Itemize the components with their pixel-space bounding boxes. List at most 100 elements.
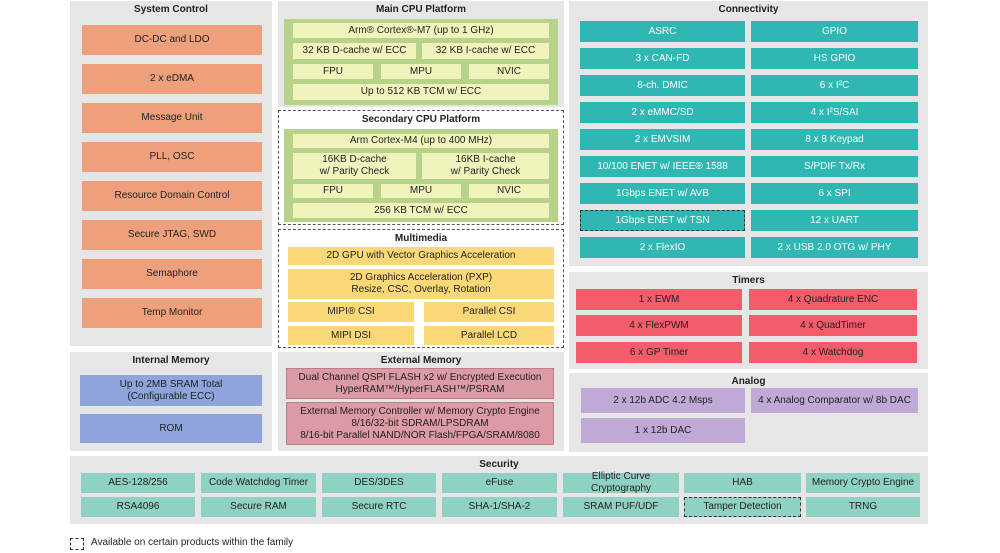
asrc-block: ASRC: [580, 21, 745, 42]
timers-title: Timers: [732, 275, 765, 286]
internal-memory-panel: Internal Memory Up to 2MB SRAM Total (Co…: [70, 352, 272, 451]
emc-line1: External Memory Controller w/ Memory Cry…: [300, 405, 540, 417]
m7-fpu-block: FPU: [292, 63, 374, 80]
rsa4096-block: RSA4096: [81, 497, 195, 517]
qspi-line1: Dual Channel QSPI FLASH x2 w/ Encrypted …: [298, 371, 542, 383]
external-memory-panel: External Memory Dual Channel QSPI FLASH …: [278, 352, 564, 451]
temp-monitor-block: Temp Monitor: [82, 298, 262, 328]
security-title: Security: [479, 459, 519, 470]
m7-icache-block: 32 KB I-cache w/ ECC: [421, 42, 550, 60]
memory-crypto-engine-block: Memory Crypto Engine: [806, 473, 920, 493]
m4-fpu-block: FPU: [292, 183, 374, 199]
analog-panel: Analog 2 x 12b ADC 4.2 Msps 4 x Analog C…: [569, 373, 928, 452]
secondary-cpu-panel: Secondary CPU Platform Arm Cortex-M4 (up…: [278, 110, 564, 225]
parallel-csi-block: Parallel CSI: [424, 302, 554, 322]
semaphore-block: Semaphore: [82, 259, 262, 289]
gpio-block: GPIO: [751, 21, 918, 42]
spdif-block: S/PDIF Tx/Rx: [751, 156, 918, 177]
trng-block: TRNG: [806, 497, 920, 517]
flexio-block: 2 x FlexIO: [580, 237, 745, 258]
ewm-block: 1 x EWM: [576, 289, 742, 310]
cortex-m7-block: Arm® Cortex®-M7 (up to 1 GHz): [292, 22, 550, 39]
m7-nvic-block: NVIC: [468, 63, 550, 80]
pll-osc-block: PLL, OSC: [82, 142, 262, 172]
internal-memory-title: Internal Memory: [132, 355, 210, 366]
qspi-flash-block: Dual Channel QSPI FLASH x2 w/ Encrypted …: [286, 368, 554, 399]
flexpwm-block: 4 x FlexPWM: [576, 315, 742, 336]
i2c-block: 6 x I²C: [751, 75, 918, 96]
sha-block: SHA-1/SHA-2: [442, 497, 557, 517]
m4-icache-block: 16KB I-cache w/ Parity Check: [421, 152, 550, 180]
keypad-block: 8 x 8 Keypad: [751, 129, 918, 150]
legend-dashed-swatch: [70, 538, 84, 550]
m4-icache-line1: 16KB I-cache: [455, 154, 516, 165]
quadrature-enc-block: 4 x Quadrature ENC: [749, 289, 917, 310]
dmic-block: 8-ch. DMIC: [580, 75, 745, 96]
m4-dcache-line2: w/ Parity Check: [319, 166, 390, 177]
multimedia-title: Multimedia: [394, 233, 448, 244]
m4-dcache-line1: 16KB D-cache: [322, 154, 387, 165]
m4-nvic-block: NVIC: [468, 183, 550, 199]
parallel-lcd-block: Parallel LCD: [424, 326, 554, 345]
emvsim-block: 2 x EMVSIM: [580, 129, 745, 150]
m4-dcache-block: 16KB D-cache w/ Parity Check: [292, 152, 417, 180]
edma-block: 2 x eDMA: [82, 64, 262, 94]
connectivity-panel: Connectivity ASRC 3 x CAN-FD 8-ch. DMIC …: [569, 1, 928, 266]
pxp-line1: 2D Graphics Acceleration (PXP): [349, 272, 493, 283]
enet-1588-block: 10/100 ENET w/ IEEE® 1588: [580, 156, 745, 177]
enet-avb-block: 1Gbps ENET w/ AVB: [580, 183, 745, 204]
external-memory-controller-block: External Memory Controller w/ Memory Cry…: [286, 402, 554, 445]
emc-line3: 8/16-bit Parallel NAND/NOR Flash/FPGA/SR…: [300, 429, 540, 441]
usb-otg-block: 2 x USB 2.0 OTG w/ PHY: [751, 237, 918, 258]
watchdog-block: 4 x Watchdog: [749, 342, 917, 363]
timers-panel: Timers 1 x EWM 4 x FlexPWM 6 x GP Timer …: [569, 272, 928, 369]
m7-dcache-block: 32 KB D-cache w/ ECC: [292, 42, 417, 60]
dcdc-ldo-block: DC-DC and LDO: [82, 25, 262, 55]
mipi-dsi-block: MIPI DSI: [288, 326, 414, 345]
pxp-block: 2D Graphics Acceleration (PXP) Resize, C…: [288, 269, 554, 299]
m7-mpu-block: MPU: [380, 63, 462, 80]
legend-text: Available on certain products within the…: [91, 537, 294, 548]
analog-title: Analog: [731, 376, 766, 387]
rom-block: ROM: [80, 414, 262, 443]
resource-domain-control-block: Resource Domain Control: [82, 181, 262, 211]
connectivity-title: Connectivity: [718, 4, 779, 15]
secondary-cpu-core-group: Arm Cortex-M4 (up to 400 MHz) 16KB D-cac…: [284, 129, 558, 222]
efuse-block: eFuse: [442, 473, 557, 493]
code-watchdog-timer-block: Code Watchdog Timer: [201, 473, 316, 493]
m7-tcm-block: Up to 512 KB TCM w/ ECC: [292, 83, 550, 101]
message-unit-block: Message Unit: [82, 103, 262, 133]
mipi-csi-block: MIPI® CSI: [288, 302, 414, 322]
i2s-sai-block: 4 x I²S/SAI: [751, 102, 918, 123]
analog-comparator-block: 4 x Analog Comparator w/ 8b DAC: [751, 388, 918, 413]
enet-tsn-block: 1Gbps ENET w/ TSN: [580, 210, 745, 231]
main-cpu-core-group: Arm® Cortex®-M7 (up to 1 GHz) 32 KB D-ca…: [284, 19, 558, 105]
secure-rtc-block: Secure RTC: [322, 497, 436, 517]
aes-block: AES-128/256: [81, 473, 195, 493]
gp-timer-block: 6 x GP Timer: [576, 342, 742, 363]
sram-line2: (Configurable ECC): [127, 390, 215, 402]
sram-puf-udf-block: SRAM PUF/UDF: [563, 497, 679, 517]
uart-block: 12 x UART: [751, 210, 918, 231]
m4-icache-line2: w/ Parity Check: [450, 166, 521, 177]
hab-block: HAB: [684, 473, 801, 493]
secondary-cpu-title: Secondary CPU Platform: [361, 114, 481, 125]
security-panel: Security AES-128/256 Code Watchdog Timer…: [70, 456, 928, 524]
sram-block: Up to 2MB SRAM Total (Configurable ECC): [80, 375, 262, 406]
system-control-panel: System Control DC-DC and LDO 2 x eDMA Me…: [70, 1, 272, 346]
main-cpu-panel: Main CPU Platform Arm® Cortex®-M7 (up to…: [278, 1, 564, 107]
emmc-sd-block: 2 x eMMC/SD: [580, 102, 745, 123]
ecc-crypto-block: Elliptic Curve Cryptography: [563, 471, 679, 494]
can-fd-block: 3 x CAN-FD: [580, 48, 745, 69]
adc-block: 2 x 12b ADC 4.2 Msps: [581, 388, 745, 413]
hs-gpio-block: HS GPIO: [751, 48, 918, 69]
secure-ram-block: Secure RAM: [201, 497, 316, 517]
gpu-block: 2D GPU with Vector Graphics Acceleration: [288, 247, 554, 265]
quadtimer-block: 4 x QuadTimer: [749, 315, 917, 336]
multimedia-panel: Multimedia 2D GPU with Vector Graphics A…: [278, 229, 564, 348]
pxp-line2: Resize, CSC, Overlay, Rotation: [351, 284, 491, 295]
sram-line1: Up to 2MB SRAM Total: [119, 378, 223, 390]
main-cpu-title: Main CPU Platform: [375, 4, 466, 15]
des-3des-block: DES/3DES: [322, 473, 436, 493]
dac-block: 1 x 12b DAC: [581, 418, 745, 443]
